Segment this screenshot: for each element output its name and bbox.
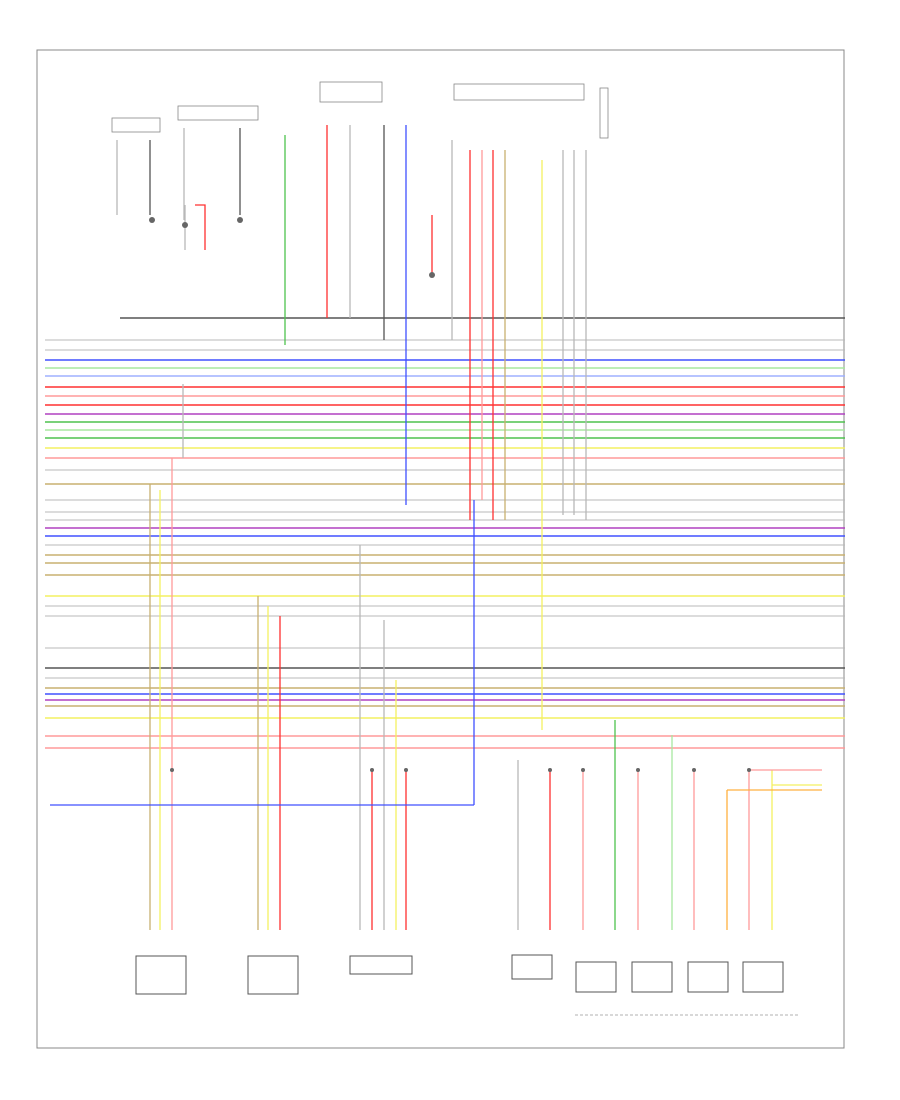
top-component-box [177, 105, 259, 121]
sensor-terminal-dot [429, 272, 435, 278]
sensor-terminal-dot [182, 222, 188, 228]
top-component-box [319, 81, 383, 103]
connector-dot [581, 768, 585, 772]
bottom-component-box [135, 955, 187, 995]
sensor-terminal-dot [149, 217, 155, 223]
diagram-frame [36, 49, 845, 1049]
top-component-box [599, 87, 609, 139]
connector-dot [370, 768, 374, 772]
bottom-component-box [575, 961, 617, 993]
component-group [111, 81, 800, 1016]
wire [195, 204, 206, 250]
bottom-component-box [742, 961, 784, 993]
bottom-component-box [511, 954, 553, 980]
connector-dot [747, 768, 751, 772]
connector-dot [548, 768, 552, 772]
top-component-box [111, 117, 161, 133]
connector-dot [692, 768, 696, 772]
bottom-component-box [247, 955, 299, 995]
connector-dot [636, 768, 640, 772]
bottom-component-box [349, 955, 413, 975]
top-component-box [453, 83, 585, 101]
wire-group [45, 125, 845, 930]
connector-dot [170, 768, 174, 772]
sensor-terminal-dot [237, 217, 243, 223]
bottom-component-box [687, 961, 729, 993]
connector-dot [404, 768, 408, 772]
bottom-component-box [631, 961, 673, 993]
